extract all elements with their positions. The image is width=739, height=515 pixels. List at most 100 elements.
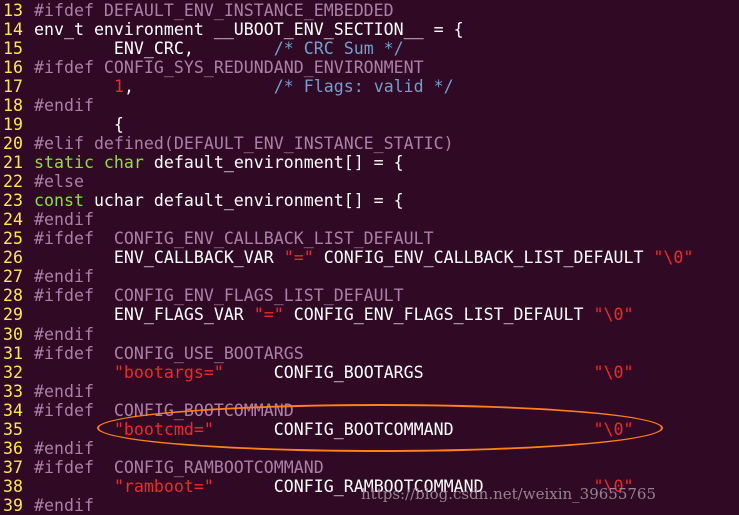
line-number: 15 xyxy=(3,39,23,59)
code-line[interactable]: 16 #ifdef CONFIG_SYS_REDUNDAND_ENVIRONMEN… xyxy=(0,58,424,77)
code-token-normal: ENV_CRC, xyxy=(34,39,274,59)
code-token-normal: ENV_CALLBACK_VAR xyxy=(34,248,284,268)
code-line[interactable]: 24 #endif xyxy=(0,210,94,229)
line-number: 28 xyxy=(3,286,23,306)
code-line[interactable]: 25 #ifdef CONFIG_ENV_CALLBACK_LIST_DEFAUL… xyxy=(0,229,434,248)
code-text: ENV_FLAGS_VAR "=" CONFIG_ENV_FLAGS_LIST_… xyxy=(34,305,634,325)
line-number: 24 xyxy=(3,210,23,230)
line-number: 26 xyxy=(3,248,23,268)
code-line[interactable]: 39 #endif xyxy=(0,496,94,515)
code-text: #endif xyxy=(34,382,94,401)
line-number: 18 xyxy=(3,96,23,116)
line-number: 20 xyxy=(3,134,23,154)
code-text: 1, /* Flags: valid */ xyxy=(34,77,454,96)
code-line[interactable]: 26 ENV_CALLBACK_VAR "=" CONFIG_ENV_CALLB… xyxy=(0,248,693,267)
line-number: 33 xyxy=(3,381,23,401)
code-token-normal xyxy=(34,363,114,382)
code-token-normal: ENV_FLAGS_VAR xyxy=(34,305,254,325)
code-text: #endif xyxy=(34,439,94,458)
code-text: ENV_CRC, /* CRC Sum */ xyxy=(34,39,404,58)
code-line[interactable]: 38 "ramboot=" CONFIG_RAMBOOTCOMMAND "\0" xyxy=(0,477,633,496)
code-line[interactable]: 37 #ifdef CONFIG_RAMBOOTCOMMAND xyxy=(0,458,324,477)
line-number: 13 xyxy=(3,1,23,20)
code-text: #elif defined(DEFAULT_ENV_INSTANCE_STATI… xyxy=(34,134,454,153)
code-line[interactable]: 20 #elif defined(DEFAULT_ENV_INSTANCE_STA… xyxy=(0,134,454,153)
code-line[interactable]: 29 ENV_FLAGS_VAR "=" CONFIG_ENV_FLAGS_LI… xyxy=(0,305,633,324)
code-token-keyword: const xyxy=(34,191,84,211)
code-line[interactable]: 23 const uchar default_environment[] = { xyxy=(0,191,404,210)
code-line[interactable]: 13#ifdef DEFAULT_ENV_INSTANCE_EMBEDDED xyxy=(0,1,394,20)
code-token-normal: CONFIG_ENV_CALLBACK_LIST_DEFAULT xyxy=(313,248,654,268)
code-token-preproc: #ifdef CONFIG_SYS_REDUNDAND_ENVIRONMENT xyxy=(34,58,424,78)
code-token-preproc: #ifdef CONFIG_ENV_CALLBACK_LIST_DEFAULT xyxy=(34,229,434,249)
code-token-preproc: #endif xyxy=(34,438,94,458)
code-token-keyword: static char xyxy=(34,153,144,173)
code-line[interactable]: 32 "bootargs=" CONFIG_BOOTARGS "\0" xyxy=(0,363,633,382)
code-token-string: "\0" xyxy=(653,248,694,268)
code-line[interactable]: 19 { xyxy=(0,115,124,134)
line-number: 34 xyxy=(3,400,23,420)
code-text: { xyxy=(34,115,124,134)
code-token-string: "\0" xyxy=(593,419,634,439)
code-token-string: "bootcmd=" xyxy=(113,419,214,439)
line-number: 25 xyxy=(3,229,23,249)
code-line[interactable]: 15 ENV_CRC, /* CRC Sum */ xyxy=(0,39,404,58)
code-text: #ifdef CONFIG_USE_BOOTARGS xyxy=(34,344,304,363)
line-number: 22 xyxy=(3,172,23,192)
line-number: 23 xyxy=(3,191,23,211)
line-number: 39 xyxy=(3,495,23,515)
code-text: #ifdef CONFIG_RAMBOOTCOMMAND xyxy=(34,458,324,477)
code-text: #endif xyxy=(34,496,94,515)
code-line[interactable]: 27#endif xyxy=(0,267,94,286)
code-text: #ifdef CONFIG_ENV_FLAGS_LIST_DEFAULT xyxy=(34,286,404,305)
code-line[interactable]: 14 env_t environment __UBOOT_ENV_SECTION_… xyxy=(0,20,464,39)
code-token-normal xyxy=(34,77,114,96)
code-text: #endif xyxy=(34,325,94,344)
code-line[interactable]: 34 #ifdef CONFIG_BOOTCOMMAND xyxy=(0,401,294,420)
code-text: "bootargs=" CONFIG_BOOTARGS "\0" xyxy=(34,362,634,382)
code-token-normal: uchar default_environment[] = { xyxy=(83,191,404,211)
code-token-normal: CONFIG_RAMBOOTCOMMAND xyxy=(213,476,594,496)
code-token-preproc: #endif xyxy=(34,324,94,344)
code-text: #endif xyxy=(34,96,94,115)
code-token-string: "ramboot=" xyxy=(113,476,214,496)
watermark-text: https://blog.csdn.net/weixin_39655765 xyxy=(361,485,657,503)
code-line[interactable]: 22#else xyxy=(0,172,84,191)
code-token-preproc: #endif xyxy=(34,210,94,230)
code-line[interactable]: 18 #endif xyxy=(0,96,94,115)
line-number: 17 xyxy=(3,77,23,97)
code-line[interactable]: 31 #ifdef CONFIG_USE_BOOTARGS xyxy=(0,344,304,363)
code-token-preproc: #endif xyxy=(34,381,94,401)
code-text: #endif xyxy=(34,267,94,286)
line-number: 30 xyxy=(3,324,23,344)
code-line[interactable]: 28 #ifdef CONFIG_ENV_FLAGS_LIST_DEFAULT xyxy=(0,286,404,305)
line-number: 16 xyxy=(3,58,23,78)
code-token-preproc: #ifdef CONFIG_USE_BOOTARGS xyxy=(34,343,304,363)
code-text: env_t environment __UBOOT_ENV_SECTION__ … xyxy=(34,20,464,39)
code-line[interactable]: 35 "bootcmd=" CONFIG_BOOTCOMMAND "\0" xyxy=(0,420,633,439)
code-line[interactable]: 36#endif xyxy=(0,439,94,458)
code-token-comment: /* CRC Sum */ xyxy=(273,39,404,59)
code-token-normal: env_t environment __UBOOT_ENV_SECTION__ … xyxy=(34,20,464,40)
line-number: 14 xyxy=(3,20,23,40)
code-token-normal: { xyxy=(34,115,124,135)
code-token-normal: CONFIG_BOOTCOMMAND xyxy=(213,419,594,439)
code-token-normal: CONFIG_BOOTARGS xyxy=(223,362,594,382)
line-number: 31 xyxy=(3,343,23,363)
code-line[interactable]: 30 #endif xyxy=(0,325,94,344)
line-number: 38 xyxy=(3,476,23,496)
code-token-preproc: #ifdef CONFIG_BOOTCOMMAND xyxy=(34,400,294,420)
line-number: 37 xyxy=(3,457,23,477)
code-text: "ramboot=" CONFIG_RAMBOOTCOMMAND "\0" xyxy=(34,476,634,496)
code-token-string: "\0" xyxy=(593,476,634,496)
code-token-string: "=" xyxy=(253,305,284,325)
code-text: #ifdef CONFIG_ENV_CALLBACK_LIST_DEFAULT xyxy=(34,229,434,248)
code-token-number: 1 xyxy=(113,77,124,97)
code-token-normal xyxy=(34,477,114,496)
code-token-comment: /* Flags: valid */ xyxy=(273,77,454,97)
code-line[interactable]: 17 1, /* Flags: valid */ xyxy=(0,77,454,96)
code-text: const uchar default_environment[] = { xyxy=(34,191,404,210)
code-line[interactable]: 33 #endif xyxy=(0,382,94,401)
